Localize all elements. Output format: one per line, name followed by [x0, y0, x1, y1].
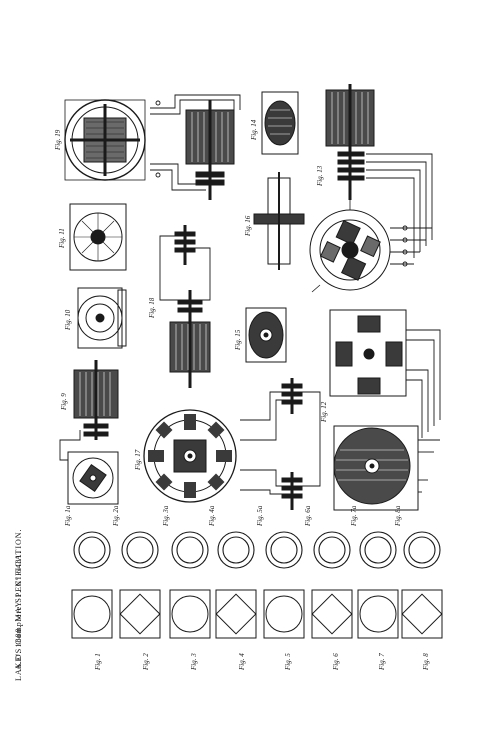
fig-19-armature: [185, 100, 235, 200]
label-fig-12: Fig. 12: [320, 401, 328, 423]
small-figures-poles: [71, 589, 443, 639]
label-fig-17: Fig. 17: [134, 449, 142, 471]
fig-12-coils: [329, 309, 441, 438]
label-fig-3a: Fig. 3a: [162, 505, 170, 527]
fig-14-pole-piece: [261, 91, 299, 155]
label-fig-4a: Fig. 4a: [208, 505, 216, 527]
label-fig-1: Fig. 1: [94, 653, 102, 671]
fig-17-machine: [143, 409, 237, 503]
caption-line-2: LAKE'S Complete SPECIFICATION.: [14, 528, 23, 681]
fig-9-armature: [73, 360, 119, 440]
fig-1-machine: [59, 430, 119, 505]
label-fig-9: Fig. 9: [60, 393, 68, 411]
fig-19-wiring: [150, 94, 241, 191]
label-fig-1a: Fig. 1a: [64, 505, 72, 527]
label-fig-2: Fig. 2: [142, 653, 150, 671]
commutator-brushes-a: [159, 225, 211, 301]
label-fig-16: Fig. 16: [244, 215, 252, 237]
label-fig-14: Fig. 14: [250, 119, 258, 141]
label-fig-18: Fig. 18: [148, 297, 156, 319]
label-fig-13: Fig. 13: [316, 165, 324, 187]
fig-13-wiring: [366, 153, 433, 258]
sheet-caption: A.D. 1888. MAY 1. Nº 6481. LAKE'S Comple…: [14, 70, 54, 681]
fig-15-pole: [245, 307, 287, 363]
fig-12-large-machine: [333, 425, 440, 511]
label-fig-3: Fig. 3: [190, 653, 198, 671]
middle-armature: [169, 290, 211, 388]
fig-12-machine: [309, 200, 432, 293]
label-fig-8: Fig. 8: [422, 653, 430, 671]
small-figures-rings: [73, 531, 441, 569]
label-fig-8a: Fig. 8a: [394, 505, 402, 527]
label-fig-5: Fig. 5: [284, 653, 292, 671]
label-fig-10: Fig. 10: [64, 309, 72, 331]
fig-19-machine: [64, 99, 146, 181]
fig-13-armature: [325, 84, 375, 200]
label-fig-19: Fig. 19: [54, 129, 62, 151]
label-fig-4: Fig. 4: [238, 653, 246, 671]
fig-10-ring: [77, 287, 127, 349]
label-fig-6a: Fig. 6a: [304, 505, 312, 527]
label-fig-7: Fig. 7: [378, 653, 386, 671]
fig-11-hub: [69, 203, 127, 271]
label-fig-5a: Fig. 5a: [256, 505, 264, 527]
label-fig-11: Fig. 11: [58, 228, 66, 249]
label-fig-2a: Fig. 2a: [112, 505, 120, 527]
label-fig-15: Fig. 15: [234, 329, 242, 351]
label-fig-6: Fig. 6: [332, 653, 340, 671]
fig-16-shaft: [253, 172, 305, 270]
commutator-brushes-b: [240, 378, 321, 510]
label-fig-7a: Fig. 7a: [350, 505, 358, 527]
